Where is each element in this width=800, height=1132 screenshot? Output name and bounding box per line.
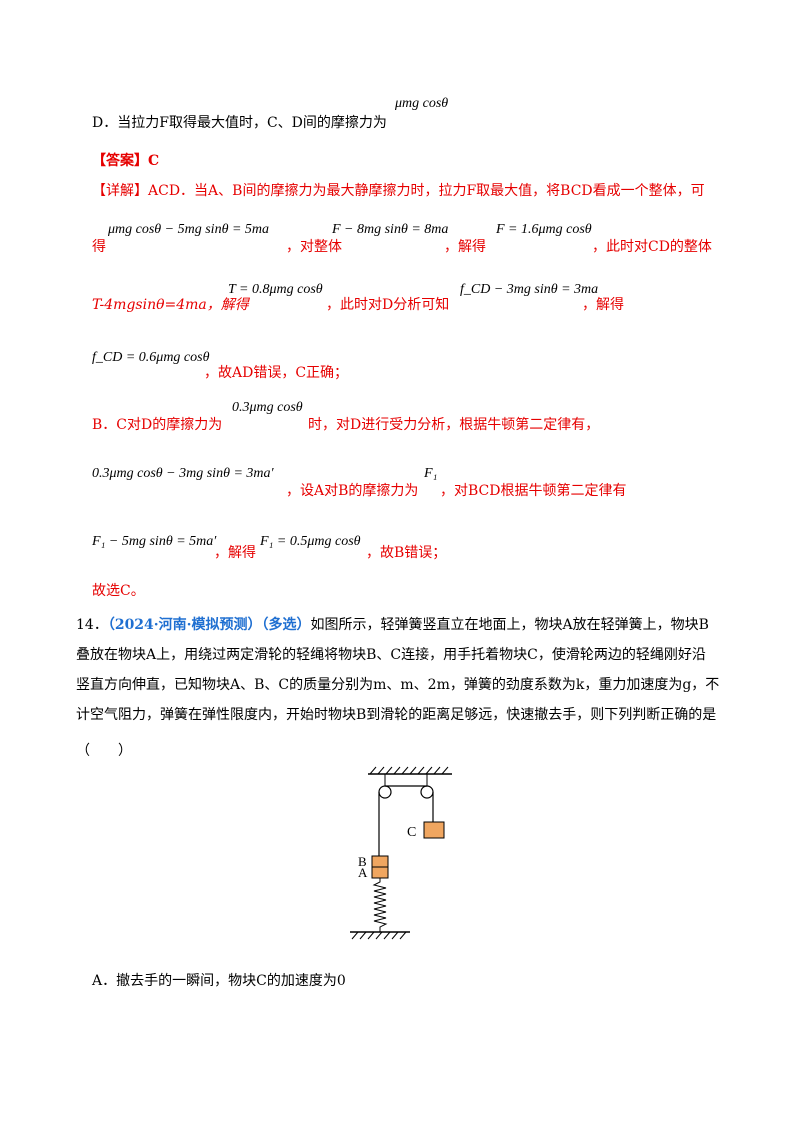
block-b (371, 855, 389, 868)
label-b: B (358, 854, 367, 869)
explanation-t5: ，解得 (582, 297, 624, 313)
equation-5: f_CD − 3mg sinθ = 3ma (460, 282, 599, 297)
question-line-2: 叠放在物块A上，用绕过两定滑轮的轻绳将物块B、C连接，用手托着物块C，使滑轮两边… (76, 647, 706, 663)
spring-pulley-figure: C B A (350, 766, 452, 940)
equation-2: F − 8mg sinθ = 8ma (332, 222, 449, 237)
spring (372, 878, 388, 932)
question-line-1: 如图所示，轻弹簧竖直立在地面上，物块A放在轻弹簧上，物块B (310, 617, 709, 633)
explanation-t9: ，对BCD根据牛顿第二定律有 (440, 483, 627, 499)
ceiling-support (368, 766, 452, 787)
answer-blank: （ ） (76, 743, 132, 759)
equation-3: F = 1.6μmg cosθ (496, 222, 592, 237)
question-source: （2024·河南·模拟预测）（多选） (107, 617, 311, 633)
equation-11: F₁ = 0.5μmg cosθ (260, 534, 361, 549)
answer-label: 【答案】C (92, 153, 160, 169)
question-number: 14． (76, 617, 108, 633)
question-14: 14．（2024·河南·模拟预测）（多选）如图所示，轻弹簧竖直立在地面上，物块A… (76, 616, 709, 634)
equation-4: T = 0.8μmg cosθ (228, 282, 323, 297)
explanation-line-5: B．C对D的摩擦力为 (92, 417, 223, 433)
label-c: C (407, 825, 416, 840)
explanation-t11: ，故B错误； (366, 545, 447, 561)
equation-6: f_CD = 0.6μmg cosθ (92, 350, 210, 365)
equation-9: F₁ (424, 466, 438, 481)
option-a: A．撤去手的一瞬间，物块C的加速度为0 (92, 973, 346, 989)
conclusion: 故选C。 (92, 583, 145, 599)
explanation-line-3: T-4mgsinθ=4ma，解得 (92, 297, 249, 313)
explanation-t8: ，设A对B的摩擦力为 (286, 483, 419, 499)
explanation-t3: ，此时对CD的整体 (592, 239, 712, 255)
block-a (371, 866, 389, 879)
option-d-text: D．当拉力F取得最大值时，C、D间的摩擦力为 (92, 115, 387, 131)
equation-1: μmg cosθ − 5mg sinθ = 5ma (108, 222, 270, 237)
explanation-t2: ，解得 (444, 239, 486, 255)
right-pulley (420, 785, 434, 799)
rope (378, 785, 434, 856)
label-a: A (358, 865, 368, 880)
explanation-t7: 时，对D进行受力分析，根据牛顿第二定律有， (308, 417, 600, 433)
explanation-line-1: 【详解】ACD．当A、B间的摩擦力为最大静摩擦力时，拉力F取最大值，将BCD看成… (92, 183, 705, 199)
equation-10: F₁ − 5mg sinθ = 5ma′ (92, 534, 217, 549)
equation-8: 0.3μmg cosθ − 3mg sinθ = 3ma′ (92, 466, 274, 481)
explanation-t1: ，对整体 (286, 239, 342, 255)
explanation-t4: ，此时对D分析可知 (326, 297, 450, 313)
block-c (423, 821, 445, 839)
explanation-t6: ，故AD错误，C正确； (204, 365, 349, 381)
ground (350, 931, 410, 940)
option-d-formula: μmg cosθ (395, 96, 449, 111)
question-line-3: 竖直方向伸直，已知物块A、B、C的质量分别为m、m、2m，弹簧的劲度系数为k，重… (76, 677, 720, 693)
explanation-t10: ，解得 (214, 545, 256, 561)
left-pulley (378, 785, 392, 799)
equation-7: 0.3μmg cosθ (232, 400, 303, 415)
explanation-de: 得 (92, 239, 106, 255)
question-line-4: 计空气阻力，弹簧在弹性限度内，开始时物块B到滑轮的距离足够远，快速撤去手，则下列… (76, 707, 717, 723)
